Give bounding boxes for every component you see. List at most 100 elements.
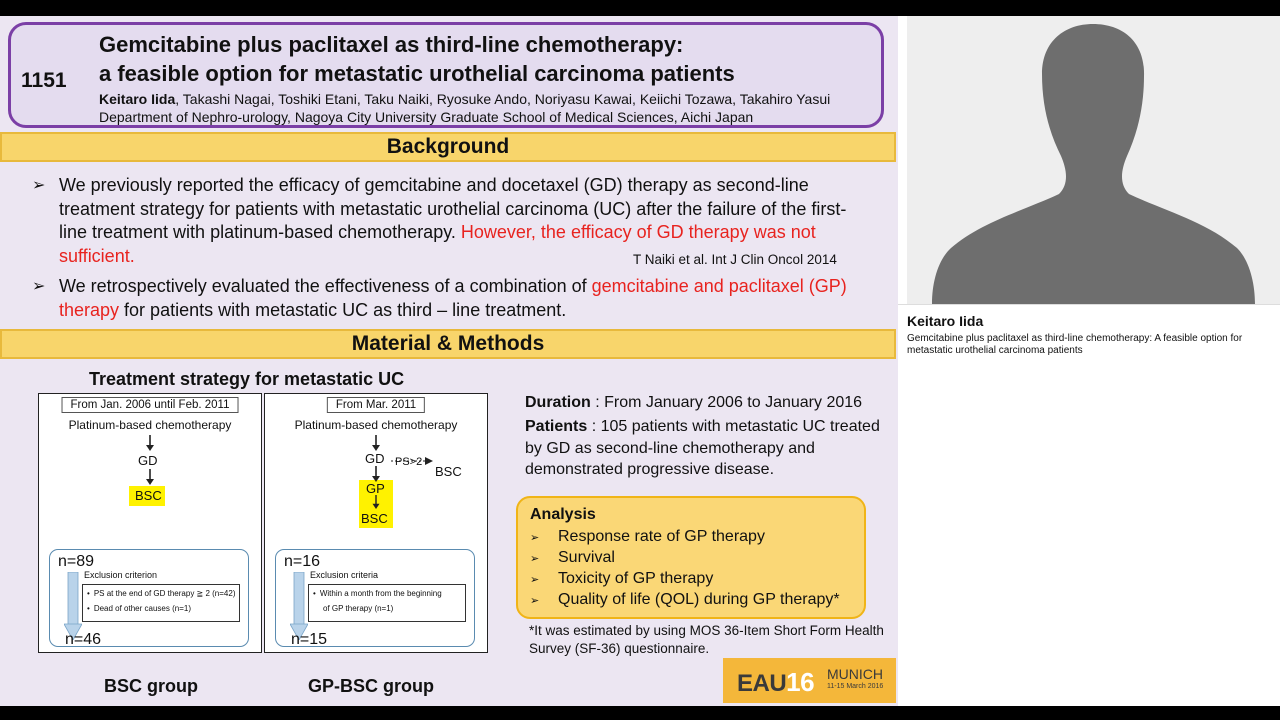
logo-eau: EAU <box>737 670 787 697</box>
exclusion-item: •Within a month from the beginning <box>313 588 461 600</box>
gp-step-gd: GD <box>365 451 385 466</box>
bsc-step-bsc: BSC <box>135 488 162 503</box>
bsc-step-gd: GD <box>138 453 158 468</box>
bsc-cohort-box: n=89 Exclusion criterion •PS at the end … <box>49 549 249 648</box>
duration-text: : From January 2006 to January 2016 <box>590 394 863 411</box>
down-arrow-icon <box>372 495 380 509</box>
down-arrow-icon <box>146 469 154 485</box>
background-bullet-2: ➢ We retrospectively evaluated the effec… <box>32 275 862 322</box>
gp-group-label: GP-BSC group <box>308 676 434 696</box>
citation: T Naiki et al. Int J Clin Oncol 2014 <box>633 252 837 267</box>
authors: Keitaro Iida, Takashi Nagai, Toshiki Eta… <box>99 91 830 107</box>
analysis-title: Analysis <box>530 506 596 523</box>
bsc-n-end: n=46 <box>65 631 102 648</box>
gp-exclusion-label: Exclusion criteria <box>310 570 379 580</box>
bullet-dot-icon: • <box>87 589 90 598</box>
gp-cohort-box: n=16 Exclusion criteria •Within a month … <box>275 549 475 648</box>
gp-branch-label: PS>2 <box>395 456 423 468</box>
patients-text: : 105 patients with metastatic UC treate… <box>525 418 880 478</box>
co-authors: , Takashi Nagai, Toshiki Etani, Taku Nai… <box>175 91 831 107</box>
footnote: *It was estimated by using MOS 36-Item S… <box>529 623 884 656</box>
patients: Patients : 105 patients with metastatic … <box>525 416 895 481</box>
background-heading: Background <box>0 132 896 162</box>
logo-dates: 11-15 March 2016 <box>827 683 884 690</box>
slide: 1151 Gemcitabine plus paclitaxel as thir… <box>0 16 898 706</box>
slide-title-line2: a feasible option for metastatic urothel… <box>99 61 735 86</box>
bsc-group-label: BSC group <box>104 676 198 696</box>
bsc-first-line: Platinum-based chemotherapy <box>68 418 232 432</box>
analysis-item: ➢ Response rate of GP therapy <box>530 528 765 546</box>
bsc-period: From Jan. 2006 until Feb. 2011 <box>61 397 239 413</box>
analysis-item-text: Response rate of GP therapy <box>558 528 765 545</box>
person-silhouette-icon <box>907 16 1280 304</box>
bullet-1-highlight: However, the efficacy of GD therapy was … <box>59 222 816 266</box>
analysis-item: ➢ Survival <box>530 549 615 567</box>
exclusion-item: of GP therapy (n=1) <box>313 603 461 615</box>
background-bullet-1: ➢ We previously reported the efficacy of… <box>32 174 862 268</box>
patients-label: Patients <box>525 418 588 435</box>
speaker-photo <box>907 16 1280 304</box>
bsc-exclusion-list: •PS at the end of GD therapy ≧ 2 (n=42) … <box>82 584 240 622</box>
cohort-down-arrow-icon <box>64 572 82 640</box>
logo-city: MUNICH <box>827 666 883 682</box>
presentation-viewer: 1151 Gemcitabine plus paclitaxel as thir… <box>0 16 1280 706</box>
bsc-flow-panel: From Jan. 2006 until Feb. 2011 Platinum-… <box>38 393 262 653</box>
gp-step-gp: GP <box>366 481 385 496</box>
bullet-2-pre: We retrospectively evaluated the effecti… <box>59 276 592 296</box>
bullet-arrow-icon: ➢ <box>530 532 540 544</box>
speaker-name: Keitaro Iida <box>907 313 984 329</box>
bullet-arrow-icon: ➢ <box>530 595 540 607</box>
eau-congress-logo: EAU16 MUNICH 11-15 March 2016 <box>723 658 896 703</box>
separator <box>898 304 1280 305</box>
bsc-highlight-box <box>129 486 165 506</box>
duration: Duration : From January 2006 to January … <box>525 394 862 412</box>
gp-step-bsc: BSC <box>361 511 388 526</box>
gp-flow-panel: From Mar. 2011 Platinum-based chemothera… <box>264 393 488 653</box>
bsc-exclusion-label: Exclusion criterion <box>84 570 158 580</box>
presenting-author: Keitaro Iida <box>99 91 176 107</box>
bullet-arrow-icon: ➢ <box>530 553 540 565</box>
slide-title-line1: Gemcitabine plus paclitaxel as third-lin… <box>99 32 684 57</box>
gp-first-line: Platinum-based chemotherapy <box>294 418 458 432</box>
gp-n-start: n=16 <box>284 553 321 570</box>
bullet-arrow-icon: ➢ <box>530 574 540 586</box>
gp-period: From Mar. 2011 <box>326 397 426 413</box>
methods-heading: Material & Methods <box>0 329 896 359</box>
gp-branch-target: BSC <box>435 464 462 479</box>
analysis-box: Analysis ➢ Response rate of GP therapy ➢ S… <box>516 496 866 619</box>
exclusion-text: PS at the end of GD therapy ≧ 2 (n=42) <box>93 589 236 598</box>
abstract-number: 1151 <box>21 69 67 92</box>
dotted-arrow-icon <box>391 457 433 465</box>
analysis-item-text: Survival <box>558 549 615 566</box>
bullet-1-text: We previously reported the efficacy of g… <box>59 175 847 242</box>
treatment-strategy-title: Treatment strategy for metastatic UC <box>89 369 405 389</box>
down-arrow-icon <box>372 466 380 482</box>
exclusion-item: •PS at the end of GD therapy ≧ 2 (n=42) <box>87 588 235 600</box>
bullet-2-post: for patients with metastatic UC as third… <box>119 299 567 320</box>
exclusion-text: Within a month from the beginning <box>319 589 442 598</box>
talk-title: Gemcitabine plus paclitaxel as third-lin… <box>907 333 1243 356</box>
exclusion-text: of GP therapy (n=1) <box>323 604 394 613</box>
analysis-item: ➢ Quality of life (QOL) during GP therapy… <box>530 591 840 609</box>
bullet-2-highlight: gemcitabine and paclitaxel (GP) therapy <box>59 276 847 320</box>
bullet-arrow-icon: ➢ <box>32 177 46 194</box>
gp-exclusion-list: •Within a month from the beginning of GP… <box>308 584 466 622</box>
analysis-item-text: Toxicity of GP therapy <box>558 570 714 587</box>
duration-label: Duration <box>525 394 591 411</box>
logo-year: 16 <box>786 667 815 697</box>
title-box: 1151 Gemcitabine plus paclitaxel as thir… <box>8 22 884 128</box>
bsc-n-start: n=89 <box>58 553 95 570</box>
analysis-item-text: Quality of life (QOL) during GP therapy* <box>558 591 840 608</box>
down-arrow-icon <box>146 435 154 451</box>
speaker-panel: Keitaro Iida Gemcitabine plus paclitaxel… <box>898 16 1280 706</box>
gp-n-end: n=15 <box>291 631 328 648</box>
bullet-arrow-icon: ➢ <box>32 278 46 295</box>
analysis-item: ➢ Toxicity of GP therapy <box>530 570 713 588</box>
exclusion-text: Dead of other causes (n=1) <box>93 604 191 613</box>
logo-wordmark: EAU16 <box>737 667 815 698</box>
exclusion-item: •Dead of other causes (n=1) <box>87 603 235 615</box>
bullet-dot-icon: • <box>313 589 316 598</box>
affiliation: Department of Nephro-urology, Nagoya Cit… <box>99 109 754 125</box>
down-arrow-icon <box>372 435 380 451</box>
bullet-dot-icon: • <box>87 604 90 613</box>
